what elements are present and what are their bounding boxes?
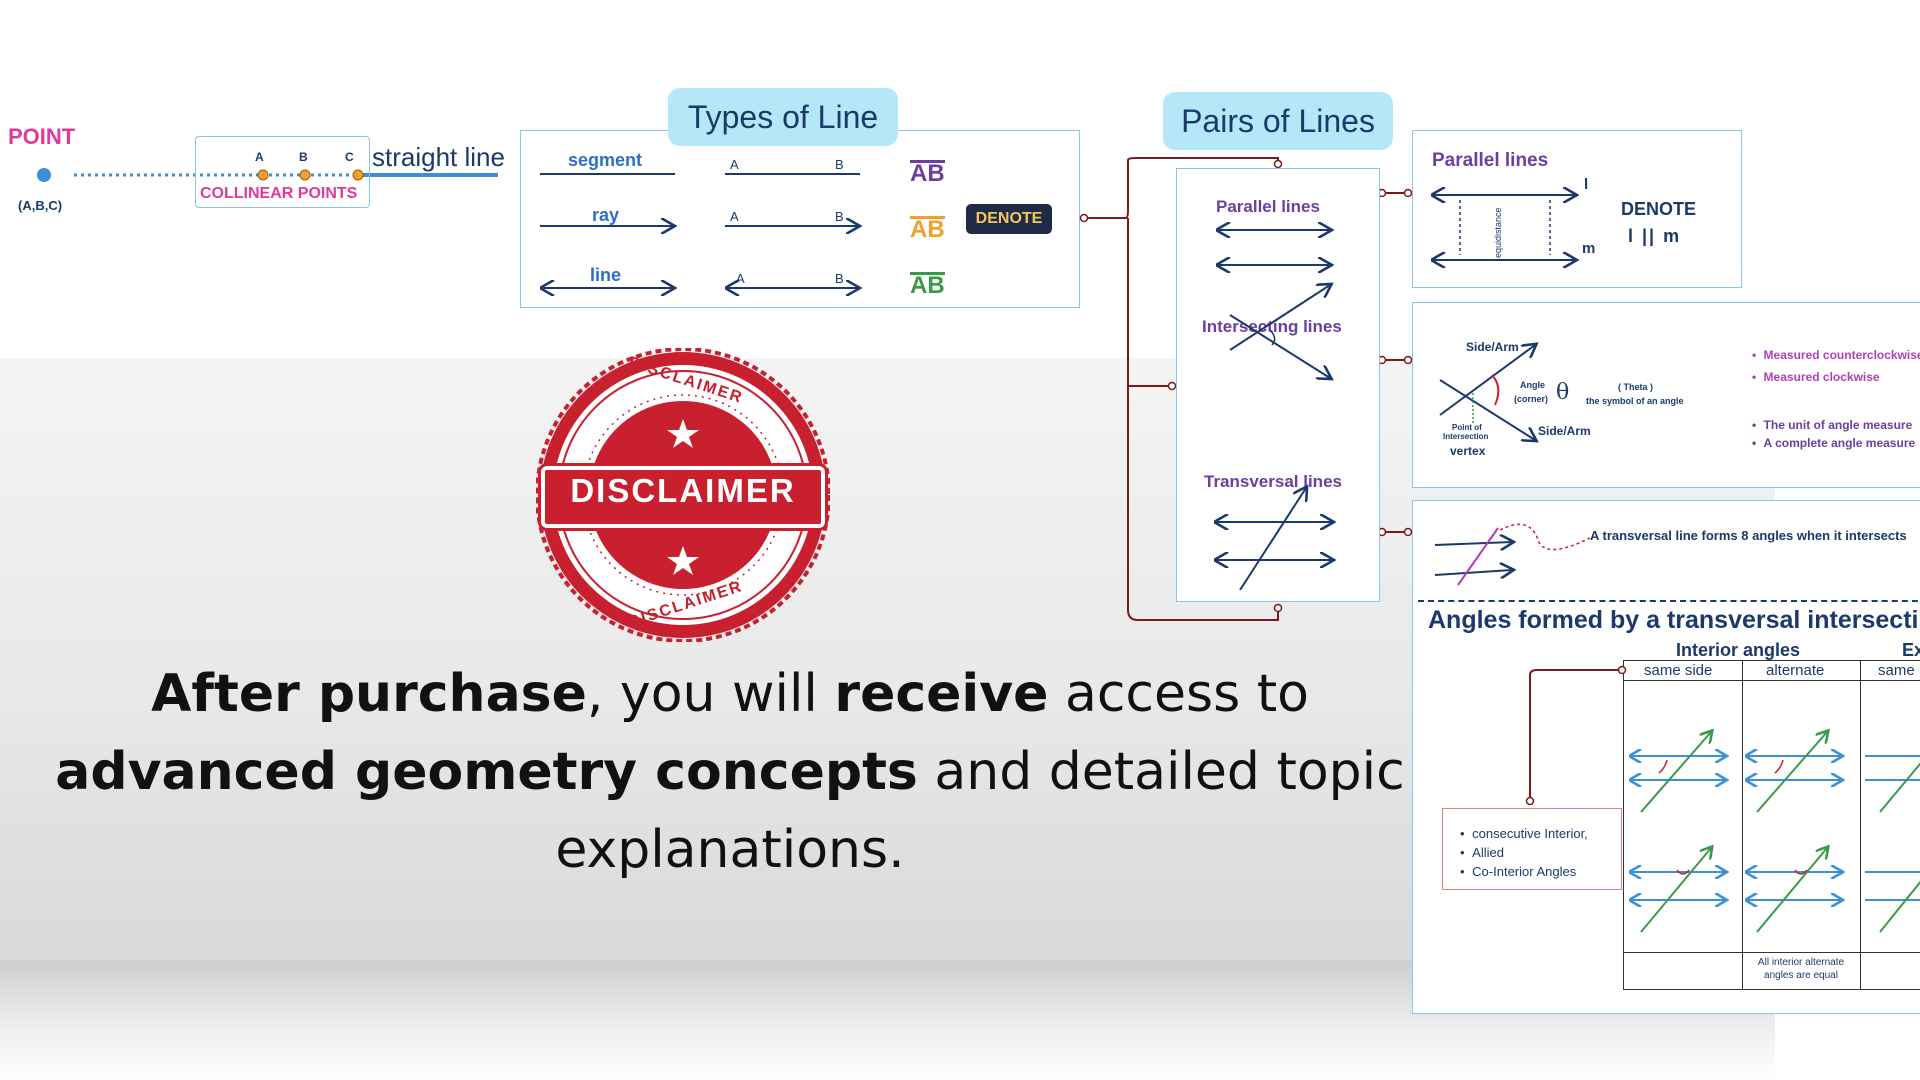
table-footer-line [1623,952,1920,953]
ray-a: A [730,209,739,224]
collinear-box [195,136,370,208]
alias-connector [1525,665,1627,805]
transversal-caption: A transversal line forms 8 angles when i… [1590,528,1907,543]
type-segment-label: segment [568,150,643,170]
straight-line-label: straight line [372,142,505,172]
pair-intersecting-label: Intersecting lines [1202,317,1342,336]
pairs-diagrams [1200,220,1360,590]
msg-part-1: , you will [586,664,835,724]
msg-part-2: access to [1048,664,1309,724]
same-side-header: same side [1644,662,1713,679]
collinear-c: C [345,150,354,164]
transversal-divider [1418,600,1920,602]
point-line-diagram [37,168,498,182]
types-of-line-title: Types of Line [668,88,898,146]
side-arm-1: Side/Arm [1466,340,1519,354]
alternate-header: alternate [1766,662,1825,679]
theta-symbol: θ [1556,380,1570,405]
msg-part-3: and detailed topic [917,742,1405,802]
segment-b: B [835,157,844,172]
point-coords: (A,B,C) [18,198,63,213]
ray-notation: AB [910,216,945,243]
table-col-line-1 [1742,660,1743,990]
segment-a: A [730,157,739,172]
parallel-m-label: m [1582,240,1596,257]
msg-after-purchase: After purchase [151,664,587,724]
pair-parallel-label: Parallel lines [1216,197,1320,216]
table-col-line-2 [1860,660,1861,990]
collinear-points-label: COLLINEAR POINTS [200,185,358,202]
theta-label: ( Theta ) [1618,382,1653,392]
poi-label-2: Intersection [1443,432,1489,441]
table-header-line [1623,680,1920,681]
same-side-header-2: same [1878,662,1915,679]
msg-receive: receive [834,664,1049,724]
type-ray-label: ray [592,205,620,225]
angle-bullet-1: • Measured counterclockwise [1752,348,1920,362]
alias-item-2: • Allied [1460,845,1504,860]
vertex-label: vertex [1450,444,1486,458]
parallel-box-title: Parallel lines [1432,150,1549,171]
disclaimer-center-text: DISCLAIMER [570,472,796,509]
poi-label: Point of [1452,423,1482,432]
angles-table-diagrams [1625,720,1920,933]
collinear-b: B [299,150,308,164]
equidistance-label: equidistance [1493,207,1503,258]
purchase-message: After purchase, you will receive access … [40,655,1420,889]
angle-bullet-4: • A complete angle measure [1752,436,1916,450]
alias-box [1442,808,1622,890]
angle-label: Angle [1520,380,1546,390]
interior-alternate-note: All interior alternate angles are equal [1757,957,1845,981]
mindmap-connectors [1079,157,1413,621]
angles-table [1623,660,1920,990]
angle-bullet-2: • Measured clockwise [1752,370,1880,384]
line-a: A [736,271,745,286]
corner-label: (corner) [1514,394,1549,404]
parallel-denote: DENOTE [1621,199,1697,219]
parallel-l-label: l [1584,176,1589,193]
collinear-a: A [255,150,264,164]
pairs-of-lines-title: Pairs of Lines [1163,92,1393,150]
ray-b: B [835,209,844,224]
alias-item-3: • Co-Interior Angles [1460,864,1577,879]
parallel-diagram [1425,180,1605,270]
segment-notation: AB [910,160,945,187]
line-b: B [835,271,844,286]
transversal-mini-diagram [1434,523,1591,586]
exterior-angles-header: Ex [1902,640,1920,660]
alias-item-1: • consecutive Interior, [1460,826,1588,841]
angle-bullet-3: • The unit of angle measure [1752,418,1913,432]
parallel-notation: l || m [1628,226,1682,246]
point-label: POINT [8,124,76,149]
disclaimer-banner [538,463,828,531]
angles-formed-title: Angles formed by a transversal intersect… [1428,606,1920,634]
side-arm-2: Side/Arm [1538,424,1591,438]
interior-angles-header: Interior angles [1676,640,1801,660]
angle-box [1412,302,1920,488]
denote-badge: DENOTE [966,204,1052,234]
msg-advanced-geometry: advanced geometry concepts [55,742,918,802]
angle-diagram [1439,335,1565,455]
line-notation: AB [910,272,945,299]
types-of-line-diagrams [540,173,930,300]
theta-desc: the symbol of an angle [1586,396,1684,406]
msg-part-4: explanations. [555,820,905,880]
